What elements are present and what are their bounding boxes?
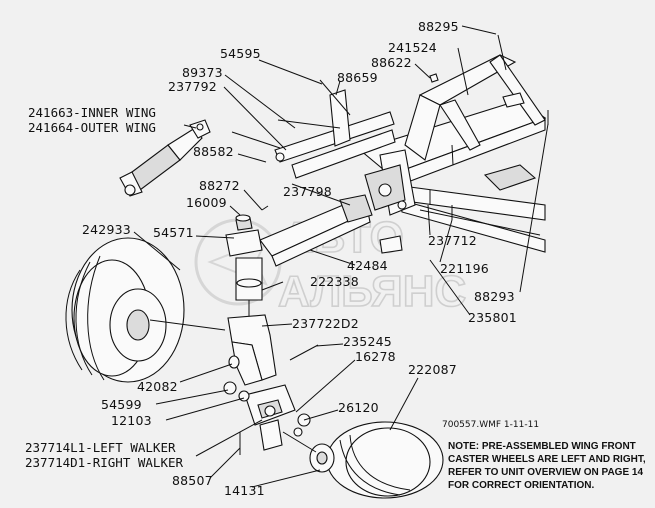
- label-88272: 88272: [199, 178, 240, 193]
- note-line-1: NOTE: PRE-ASSEMBLED WING FRONT: [448, 441, 636, 452]
- bar-assembly-part: [231, 79, 396, 179]
- left-tire-part: [65, 237, 226, 383]
- right-tire-part: [282, 421, 444, 499]
- label-235245: 235245: [343, 334, 392, 349]
- label-89373: 89373: [182, 65, 223, 80]
- label-237798: 237798: [283, 184, 332, 199]
- label-221196: 221196: [440, 261, 489, 276]
- label-12103: 12103: [111, 413, 152, 428]
- label-241524: 241524: [388, 40, 437, 55]
- note-line-4: FOR CORRECT ORIENTATION.: [448, 480, 595, 491]
- label-16009: 16009: [186, 195, 227, 210]
- note-line-2: CASTER WHEELS ARE LEFT AND RIGHT,: [448, 454, 646, 465]
- caster-pivot-part: [225, 205, 269, 320]
- frame-bolts: [429, 34, 549, 220]
- walking-arm-part: [259, 194, 403, 267]
- label-54599: 54599: [101, 397, 142, 412]
- label-42082: 42082: [137, 379, 178, 394]
- label-237722D2: 237722D2: [292, 316, 359, 331]
- label-88659: 88659: [337, 70, 378, 85]
- label-54595: 54595: [220, 46, 261, 61]
- assembly-note: NOTE: PRE-ASSEMBLED WING FRONT CASTER WH…: [448, 441, 646, 491]
- label-237792: 237792: [168, 79, 217, 94]
- drawing-reference: 700557.WMF 1-11-11: [442, 420, 539, 430]
- label-88293: 88293: [474, 289, 515, 304]
- label-235801: 235801: [468, 310, 517, 325]
- label-88507: 88507: [172, 473, 213, 488]
- leader-lines: [133, 25, 549, 488]
- label-241663-inner-wing: 241663-INNER WING: [28, 105, 156, 120]
- label-237714L1-left-walker: 237714L1-LEFT WALKER: [25, 440, 176, 455]
- label-222087: 222087: [408, 362, 457, 377]
- label-16278: 16278: [355, 349, 396, 364]
- label-26120: 26120: [338, 400, 379, 415]
- watermark-line2: АЛЬЯНС: [278, 267, 466, 316]
- note-line-3: REFER TO UNIT OVERVIEW ON PAGE 14: [448, 467, 643, 478]
- label-14131: 14131: [224, 483, 265, 498]
- label-241664-outer-wing: 241664-OUTER WING: [28, 120, 156, 135]
- label-242933: 242933: [82, 222, 131, 237]
- label-237714D1-right-walker: 237714D1-RIGHT WALKER: [25, 455, 184, 470]
- part-labels: 88295 241524 54595 89373 88622 237792 88…: [25, 19, 517, 498]
- label-88622: 88622: [371, 55, 412, 70]
- label-222338: 222338: [310, 274, 359, 289]
- label-42484: 42484: [347, 258, 388, 273]
- walker-part: [239, 384, 296, 455]
- label-237712: 237712: [428, 233, 477, 248]
- label-88582: 88582: [193, 144, 234, 159]
- main-frame-part: [358, 54, 547, 253]
- hydraulic-cylinder-part: [119, 119, 211, 197]
- label-54571: 54571: [153, 225, 194, 240]
- label-88295: 88295: [418, 19, 459, 34]
